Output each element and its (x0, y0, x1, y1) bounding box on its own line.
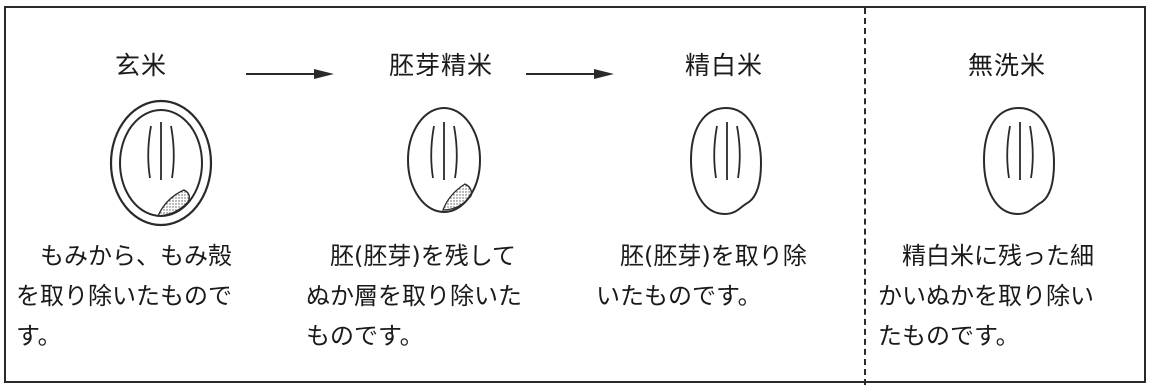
stage-musenmai: 無洗米 精白米に残った細 かいぬかを取り除い たものです。 (866, 8, 1148, 385)
stage-title: 無洗米 (967, 51, 1046, 80)
stage-description: 胚(胚芽)を残して ぬか層を取り除いた ものです。 (306, 242, 522, 350)
rice-types-diagram: 玄米 もみから、もみ殻 を取り除いたもので す。 胚芽精米 (4, 6, 1148, 385)
germ-patch (442, 183, 473, 211)
stage-white-rice: 精白米 胚(胚芽)を取り除 いたものです。 (586, 8, 862, 385)
grain-outline (407, 107, 481, 213)
grain-outline (982, 106, 1056, 216)
germ-patch (156, 189, 190, 217)
stage-title: 玄米 (114, 51, 167, 80)
stage-description: 精白米に残った細 かいぬかを取り除い たものです。 (878, 242, 1094, 350)
stage-description: もみから、もみ殻 を取り除いたもので す。 (16, 242, 232, 350)
husk-outline (109, 99, 213, 227)
germ-rice-grain-icon (407, 107, 481, 213)
white-rice-grain-icon (689, 106, 763, 216)
brown-rice-grain-icon (109, 99, 213, 227)
stage-title: 精白米 (684, 51, 763, 80)
stage-brown-rice: 玄米 もみから、もみ殻 を取り除いたもので す。 (6, 8, 296, 385)
right-arrow-icon (246, 69, 334, 79)
right-arrow-icon (526, 69, 614, 79)
stage-title: 胚芽精米 (388, 51, 493, 80)
stage-germ-rice: 胚芽精米 胚(胚芽)を残して ぬか層を取り除いた ものです。 (296, 8, 586, 385)
dashed-divider (864, 8, 866, 385)
musenmai-grain-icon (982, 106, 1056, 216)
grain-outline (689, 106, 763, 216)
stage-description: 胚(胚芽)を取り除 いたものです。 (596, 242, 807, 310)
